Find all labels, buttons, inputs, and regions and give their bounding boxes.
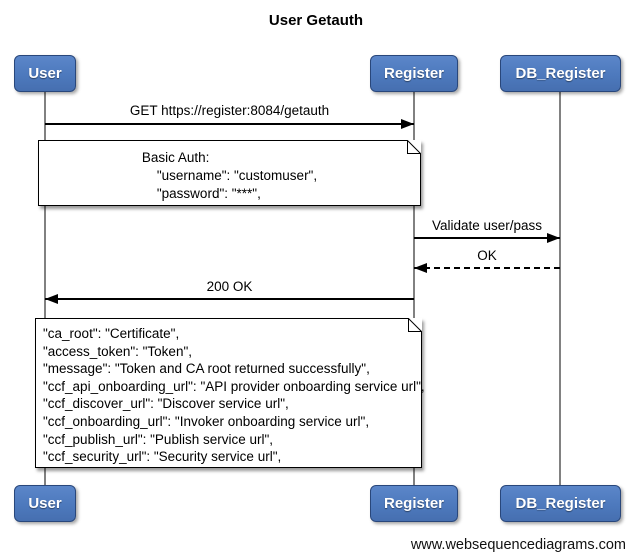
message-arrow-200-ok — [45, 294, 414, 304]
diagram-title: User Getauth — [268, 12, 364, 29]
watermark: www.websequencediagrams.com — [410, 537, 626, 553]
note-basic-auth: Basic Auth: "username": "customuser", "p… — [38, 139, 422, 206]
arrowhead-right-icon — [401, 119, 414, 129]
message-arrow-get-getauth — [45, 119, 414, 129]
note-fold-icon — [407, 139, 422, 154]
arrowhead-left-icon — [45, 294, 58, 304]
note-line: "ccf_api_onboarding_url": "API provider … — [43, 378, 425, 394]
actor-user-top: User — [14, 55, 76, 92]
message-arrow-ok — [414, 263, 560, 273]
note-line: "ccf_onboarding_url": "Invoker onboardin… — [43, 413, 370, 429]
actor-register-bottom: Register — [370, 485, 458, 522]
note-line: "access_token": "Token", — [43, 343, 192, 359]
message-label-get-getauth: GET https://register:8084/getauth — [129, 103, 330, 118]
actor-db-register-label: DB_Register — [515, 495, 606, 512]
note-line: "ccf_security_url": "Security service ur… — [43, 449, 282, 465]
actor-user-bottom: User — [14, 485, 76, 522]
message-arrow-validate — [414, 233, 560, 243]
actor-register-top: Register — [370, 55, 458, 92]
lifeline-user — [44, 92, 46, 485]
note-line: "message": "Token and CA root returned s… — [43, 361, 370, 377]
note-line: "ca_root": "Certificate", — [43, 326, 180, 341]
message-label-ok: OK — [477, 248, 497, 263]
lifeline-db-register — [559, 92, 561, 485]
note-getauth-response: "ca_root": "Certificate", "access_token"… — [35, 317, 425, 468]
actor-register-label: Register — [383, 65, 445, 82]
note-line: "ccf_publish_url": "Publish service url"… — [43, 431, 274, 447]
note-line: "password": "***", — [141, 186, 261, 201]
arrowhead-left-icon — [414, 263, 427, 273]
message-label-validate: Validate user/pass — [431, 218, 543, 233]
actor-db-register-top: DB_Register — [500, 55, 621, 92]
actor-db-register-label: DB_Register — [515, 65, 606, 82]
actor-register-label: Register — [383, 495, 445, 512]
message-label-200-ok: 200 OK — [206, 279, 253, 294]
note-line: "ccf_discover_url": "Discover service ur… — [43, 396, 289, 412]
note-line: Basic Auth: — [141, 150, 210, 165]
lifeline-register — [413, 92, 415, 485]
arrowhead-right-icon — [547, 233, 560, 243]
note-fold-icon — [408, 317, 423, 332]
actor-user-label: User — [28, 495, 62, 512]
note-line: "username": "customuser", — [141, 168, 318, 183]
actor-db-register-bottom: DB_Register — [500, 485, 621, 522]
actor-user-label: User — [28, 65, 62, 82]
